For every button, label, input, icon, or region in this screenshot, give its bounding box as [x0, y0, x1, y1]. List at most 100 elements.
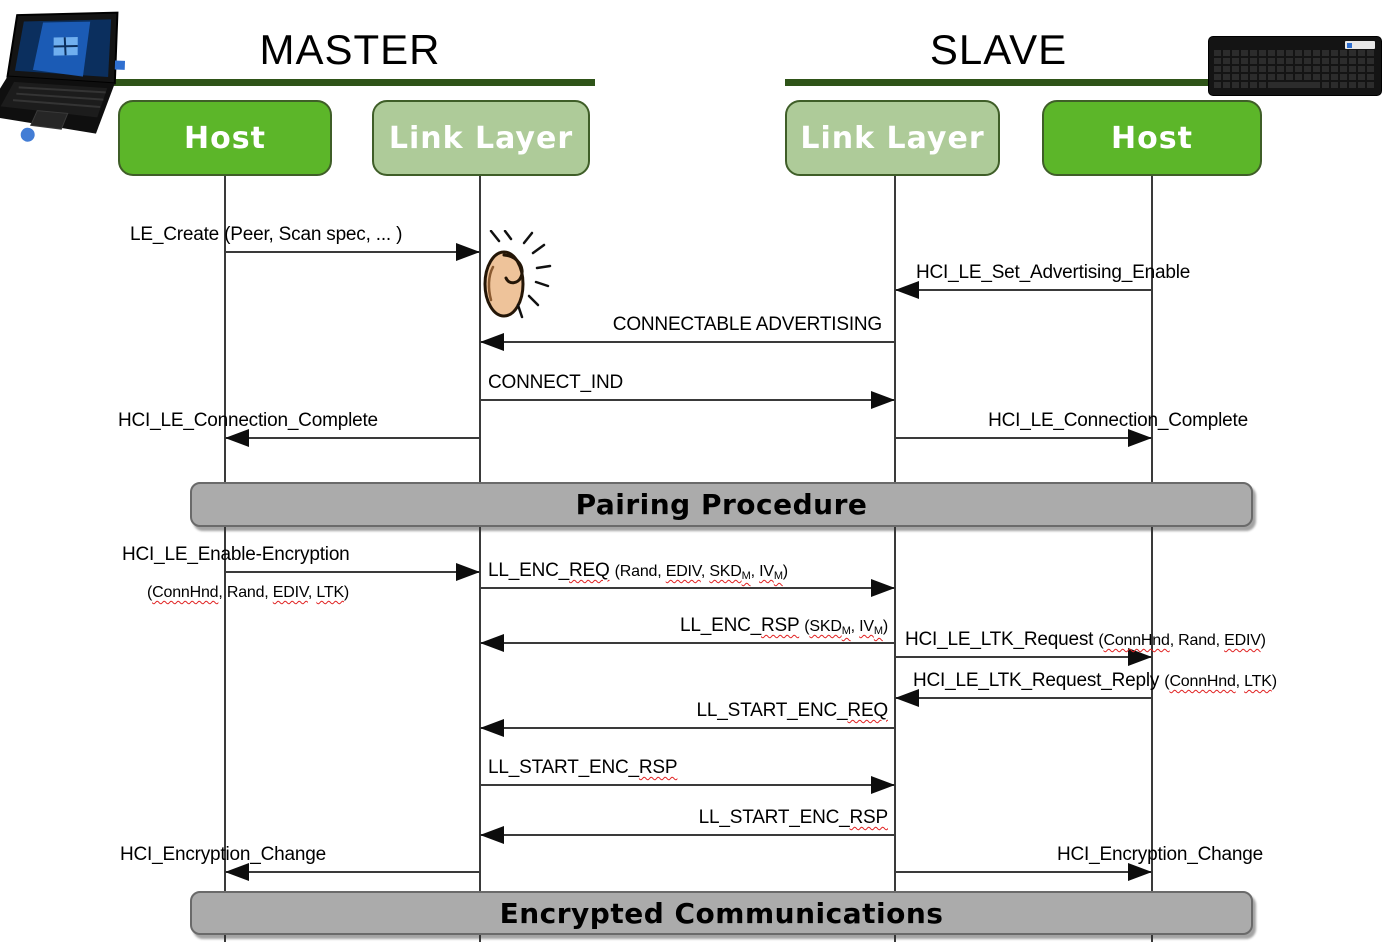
label-token-misspelled: ConnHnd [152, 584, 219, 601]
message-line-2 [480, 341, 895, 343]
message-label-4: HCI_LE_Connection_Complete [118, 410, 378, 432]
actor-label-slave-host: Host [1111, 120, 1193, 156]
message-label-0: LE_Create (Peer, Scan spec, ... ) [130, 224, 402, 246]
message-arrowhead-4 [225, 429, 249, 447]
message-arrowhead-13 [480, 826, 504, 844]
label-token: LL_START_ENC_ [696, 700, 848, 721]
label-token: ( [147, 584, 153, 601]
message-line-9 [895, 656, 1152, 658]
actor-label-master-ll: Link Layer [388, 120, 574, 156]
label-token: ) [343, 584, 350, 601]
laptop-icon [0, 11, 126, 142]
message-line-3 [480, 399, 895, 401]
keyboard-spacebar [1271, 82, 1317, 88]
label-token: ( [804, 618, 810, 635]
message-arrowhead-15 [1128, 863, 1152, 881]
label-token-misspelled: IV [859, 618, 874, 635]
message-line-15 [895, 871, 1152, 873]
label-token-misspelled: M [873, 625, 883, 637]
label-token: HCI_LE_Connection_Complete [988, 410, 1248, 431]
label-token: ( [1098, 632, 1104, 649]
label-token-misspelled: RSP [761, 615, 800, 636]
label-token: ) [882, 618, 888, 635]
label-token-misspelled: LTK [316, 584, 344, 601]
message-label-13: LL_START_ENC_RSP [698, 807, 889, 829]
message-params-6: (ConnHnd, Rand, EDIV, LTK) [147, 581, 349, 604]
actor-box-slave-ll: Link Layer [785, 100, 1000, 176]
label-token: HCI_LE_Connection_Complete [118, 410, 378, 431]
message-arrowhead-3 [871, 391, 895, 409]
lifeline-slave-ll [894, 176, 896, 942]
label-token: , [850, 618, 860, 635]
message-label-8: LL_ENC_RSP (SKDM, IVM) [680, 615, 888, 642]
label-token-misspelled: M [741, 570, 751, 582]
slave-underline [785, 79, 1212, 86]
message-arrowhead-10 [895, 689, 919, 707]
message-label-12: LL_START_ENC_RSP [488, 757, 678, 779]
message-label-1: HCI_LE_Set_Advertising_Enable [916, 262, 1190, 284]
label-token: HCI_LE_LTK_Request [905, 629, 1099, 650]
message-arrowhead-1 [895, 281, 919, 299]
label-token: CONNECTABLE ADVERTISING [612, 314, 882, 335]
procedure-bar-1: Encrypted Communications [190, 891, 1253, 935]
message-line-13 [480, 834, 895, 836]
actor-box-slave-host: Host [1042, 100, 1262, 176]
message-label-6: HCI_LE_Enable-Encryption [122, 544, 350, 566]
message-label-7: LL_ENC_REQ (Rand, EDIV, SKDM, IVM) [488, 560, 788, 587]
label-token-misspelled: REQ [847, 700, 888, 721]
message-line-7 [480, 587, 895, 589]
label-token: LL_START_ENC_ [698, 807, 850, 828]
label-token: , Rand, [1169, 632, 1225, 649]
message-arrowhead-0 [456, 243, 480, 261]
label-token-misspelled: RSP [849, 807, 889, 828]
bluetooth-keyboard-icon [1208, 36, 1382, 96]
label-token: LL_START_ENC_ [488, 757, 639, 778]
label-token: ) [1260, 632, 1266, 649]
actor-label-master-host: Host [184, 120, 266, 156]
actor-box-master-ll: Link Layer [372, 100, 590, 176]
lifeline-master-host [224, 176, 226, 942]
label-token: ( [1164, 673, 1170, 690]
message-label-9: HCI_LE_LTK_Request (ConnHnd, Rand, EDIV) [905, 629, 1266, 652]
label-token-misspelled: ConnHnd [1169, 673, 1236, 690]
procedure-bar-label-0: Pairing Procedure [575, 488, 868, 521]
message-label-15: HCI_Encryption_Change [1057, 844, 1263, 866]
label-token-misspelled: SKD [709, 563, 742, 580]
message-arrowhead-12 [871, 776, 895, 794]
label-token-misspelled: EDIV [272, 584, 308, 601]
label-token-misspelled: RSP [638, 757, 678, 778]
label-token: ) [1271, 673, 1277, 690]
message-arrowhead-14 [225, 863, 249, 881]
label-token: CONNECT_IND [488, 372, 624, 393]
message-arrowhead-7 [871, 579, 895, 597]
message-line-6 [225, 571, 480, 573]
procedure-bar-label-1: Encrypted Communications [499, 896, 944, 930]
label-token-misspelled: IV [759, 563, 774, 580]
label-token: LL_ENC_ [488, 560, 569, 581]
message-arrowhead-2 [480, 333, 504, 351]
slave-title: SLAVE [929, 26, 1068, 73]
label-token: LE_Create (Peer, Scan spec, ... ) [130, 224, 403, 245]
label-token-misspelled: M [773, 570, 783, 582]
label-token: HCI_LE_LTK_Request_Reply [913, 670, 1165, 691]
label-token-misspelled: EDIV [665, 563, 701, 580]
label-token: HCI_LE_Set_Advertising_Enable [916, 262, 1191, 283]
keyboard-keys [1214, 50, 1374, 88]
master-title: MASTER [259, 26, 441, 73]
message-line-14 [225, 871, 480, 873]
procedure-bar-0: Pairing Procedure [190, 482, 1253, 527]
message-line-5 [895, 437, 1152, 439]
label-token-misspelled: EDIV [1224, 632, 1261, 649]
label-token: , [1235, 673, 1245, 690]
listening-ear-icon [483, 230, 552, 319]
label-token: , [307, 584, 317, 601]
label-token: HCI_Encryption_Change [1057, 844, 1263, 865]
message-line-1 [895, 289, 1152, 291]
message-arrowhead-6 [456, 563, 480, 581]
message-label-14: HCI_Encryption_Change [120, 844, 326, 866]
message-label-3: CONNECT_IND [488, 372, 623, 394]
label-token: LL_ENC_ [680, 615, 762, 636]
label-token: (Rand, [614, 563, 666, 580]
actor-label-slave-ll: Link Layer [800, 120, 985, 156]
